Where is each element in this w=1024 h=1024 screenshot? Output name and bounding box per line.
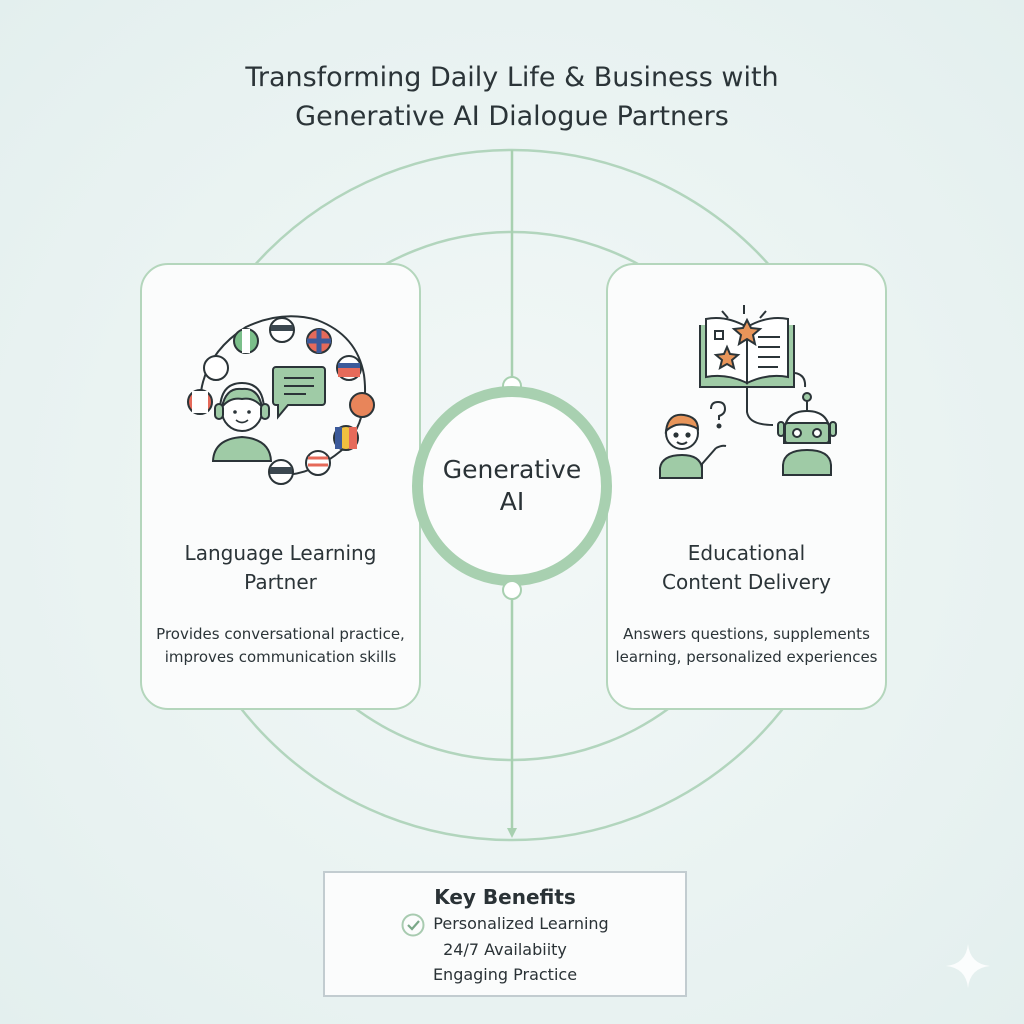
language-learner-flags-icon bbox=[187, 315, 375, 485]
benefit-item: Engaging Practice bbox=[432, 964, 578, 984]
card-heading-line: Educational bbox=[687, 541, 806, 565]
hub-label: Generative bbox=[442, 455, 582, 484]
check-circle-icon bbox=[401, 913, 425, 936]
hub-label: AI bbox=[499, 487, 525, 516]
connector-node-bottom bbox=[502, 580, 522, 600]
card-desc-line: Provides conversational practice, bbox=[156, 625, 405, 643]
card-educational-content: Educational Content Delivery Answers que… bbox=[606, 263, 887, 710]
arrow-down-icon bbox=[507, 828, 517, 838]
card-description: Answers questions, supplements learning,… bbox=[608, 623, 885, 669]
page-title: Transforming Daily Life & Business with … bbox=[0, 58, 1024, 136]
card-heading-line: Language Learning bbox=[184, 541, 377, 565]
card-heading-line: Content Delivery bbox=[662, 570, 831, 594]
card-desc-line: learning, personalized experiences bbox=[615, 648, 878, 666]
benefits-title: Key Benefits bbox=[434, 885, 576, 909]
benefit-item: Personalized Learning bbox=[325, 911, 685, 937]
benefit-text: Personalized Learning bbox=[433, 914, 609, 933]
sparkle-icon bbox=[946, 944, 990, 988]
generative-ai-hub: Generative AI bbox=[412, 386, 612, 586]
title-line: Transforming Daily Life & Business with bbox=[245, 62, 779, 93]
card-language-learning: Language Learning Partner Provides conve… bbox=[140, 263, 421, 710]
card-desc-line: Answers questions, supplements bbox=[623, 625, 870, 643]
key-benefits-box: Key Benefits Personalized Learning 24/7 … bbox=[323, 871, 687, 997]
card-heading: Language Learning Partner bbox=[142, 539, 419, 597]
card-heading-line: Partner bbox=[244, 570, 317, 594]
benefit-item: 24/7 Availabiity bbox=[443, 939, 567, 959]
card-desc-line: improves communication skills bbox=[164, 648, 397, 666]
card-heading: Educational Content Delivery bbox=[608, 539, 885, 597]
card-description: Provides conversational practice, improv… bbox=[142, 623, 419, 669]
title-line: Generative AI Dialogue Partners bbox=[295, 101, 729, 132]
book-student-robot-icon bbox=[659, 305, 837, 479]
